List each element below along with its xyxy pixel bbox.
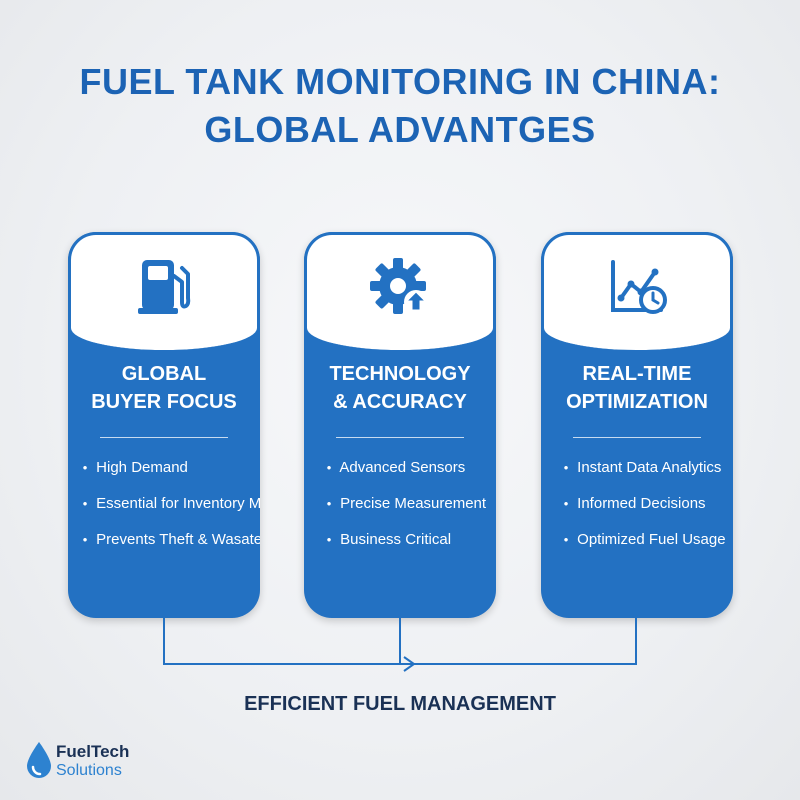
card-global-buyer-focus: GLOBAL BUYER FOCUS • High Demand • Essen… bbox=[68, 232, 260, 618]
bullet-icon: • bbox=[82, 460, 88, 475]
bottom-label: EFFICIENT FUEL MANAGEMENT bbox=[244, 693, 556, 715]
bullet-icon: • bbox=[563, 496, 569, 511]
logo-tagline: Solutions bbox=[56, 762, 122, 779]
card-heading: GLOBAL BUYER FOCUS bbox=[68, 360, 260, 416]
card-divider bbox=[336, 437, 464, 438]
list-item-text: Prevents Theft & Wasate bbox=[96, 531, 260, 548]
list-item-text: Advanced Sensors bbox=[339, 459, 466, 476]
chart-clock-icon bbox=[611, 260, 667, 314]
card-heading-line: BUYER FOCUS bbox=[91, 391, 237, 413]
card-heading: TECHNOLOGY & ACCURACY bbox=[304, 360, 496, 416]
card-divider bbox=[573, 437, 701, 438]
list-item-text: Precise Measurement bbox=[340, 495, 487, 512]
card-item-list: • Instant Data Analytics • Informed Deci… bbox=[559, 458, 733, 566]
card-heading-line: REAL-TIME bbox=[582, 363, 692, 385]
list-item-text: Informed Decisions bbox=[577, 495, 706, 512]
list-item: • Business Critical bbox=[322, 530, 496, 566]
water-drop-icon bbox=[27, 742, 51, 778]
bullet-icon: • bbox=[563, 460, 569, 475]
list-item-text: High Demand bbox=[96, 459, 188, 476]
bullet-icon: • bbox=[326, 496, 332, 511]
list-item: • Informed Decisions bbox=[559, 494, 733, 530]
page-title: FUEL TANK MONITORING IN CHINA: GLOBAL AD… bbox=[0, 58, 800, 154]
list-item-text: Instant Data Analytics bbox=[577, 459, 722, 476]
arrow-icon bbox=[403, 656, 416, 672]
bullet-icon: • bbox=[82, 496, 88, 511]
card-item-list: • High Demand • Essential for Inventory … bbox=[78, 458, 260, 566]
list-item: • Optimized Fuel Usage bbox=[559, 530, 733, 566]
card-divider bbox=[100, 437, 228, 438]
card-technology-accuracy: TECHNOLOGY & ACCURACY • Advanced Sensors… bbox=[304, 232, 496, 618]
list-item: • Essential for Inventory Mngt. bbox=[78, 494, 260, 530]
card-item-list: • Advanced Sensors • Precise Measurement… bbox=[322, 458, 496, 566]
list-item: • Precise Measurement bbox=[322, 494, 496, 530]
list-item-text: Optimized Fuel Usage bbox=[577, 531, 726, 548]
card-heading-line: TECHNOLOGY bbox=[329, 363, 471, 385]
card-heading: REAL-TIME OPTIMIZATION bbox=[541, 360, 733, 416]
fuel-pump-icon bbox=[138, 260, 191, 314]
card-heading-line: & ACCURACY bbox=[333, 391, 467, 413]
list-item: • Instant Data Analytics bbox=[559, 458, 733, 494]
card-real-time-optimization: REAL-TIME OPTIMIZATION • Instant Data An… bbox=[541, 232, 733, 618]
title-line-2: GLOBAL ADVANTGES bbox=[204, 109, 596, 150]
bullet-icon: • bbox=[563, 532, 569, 547]
company-logo: FuelTech Solutions bbox=[24, 738, 174, 788]
bullet-icon: • bbox=[326, 532, 332, 547]
bullet-icon: • bbox=[326, 460, 332, 475]
bullet-icon: • bbox=[82, 532, 88, 547]
gear-upload-icon bbox=[370, 258, 428, 314]
list-item: • Prevents Theft & Wasate bbox=[78, 530, 260, 566]
title-line-1: FUEL TANK MONITORING IN CHINA: bbox=[79, 61, 721, 102]
list-item-text: Business Critical bbox=[340, 531, 452, 548]
list-item: • High Demand bbox=[78, 458, 260, 494]
list-item-text: Essential for Inventory Mngt. bbox=[96, 495, 260, 512]
list-item: • Advanced Sensors bbox=[322, 458, 496, 494]
card-icon-area bbox=[68, 232, 260, 350]
logo-name: FuelTech bbox=[56, 742, 130, 761]
card-heading-line: OPTIMIZATION bbox=[566, 391, 708, 413]
card-heading-line: GLOBAL bbox=[121, 363, 207, 385]
